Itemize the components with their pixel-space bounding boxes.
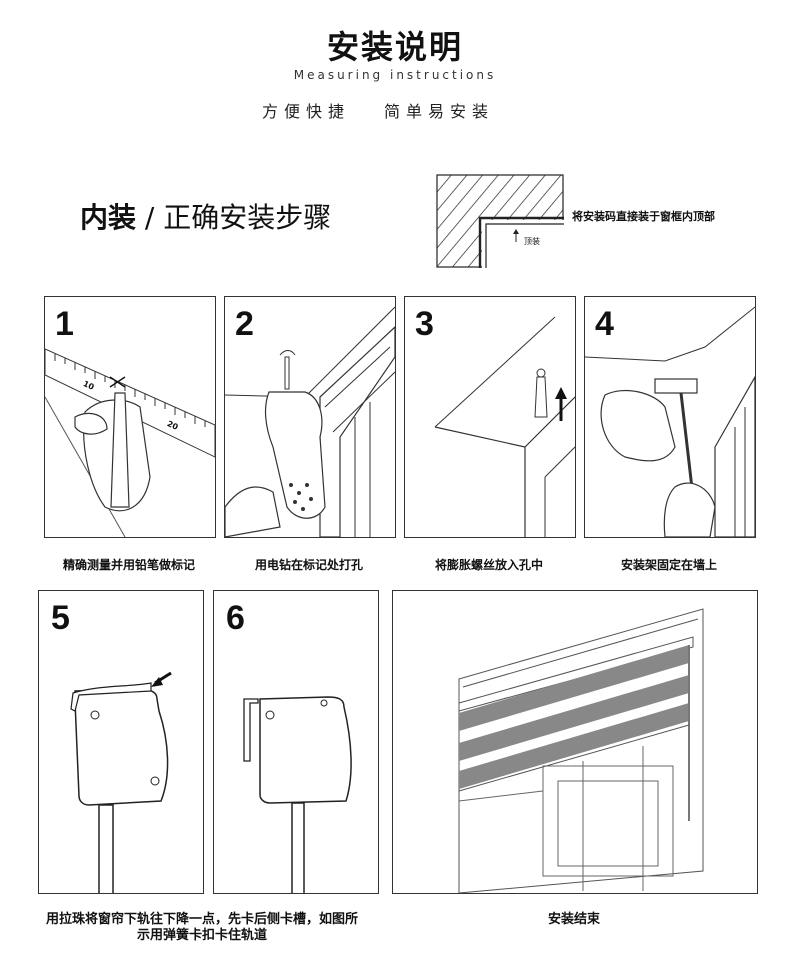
step-4-panel: 4 xyxy=(584,296,756,538)
step-1-panel: 1 10 20 xyxy=(44,296,216,538)
rail-clip-illustration xyxy=(70,671,172,893)
step-3-number: 3 xyxy=(415,305,434,343)
step-6-number: 6 xyxy=(226,599,245,637)
slogan-left: 方便快捷 xyxy=(262,102,351,121)
section-heading: 内装 / 正确安装步骤 xyxy=(80,196,331,236)
step-3-panel: 3 xyxy=(404,296,576,538)
step-5-caption: 用拉珠将窗帘下轨往下降一点，先卡后侧卡槽，如图所示用弹簧卡扣卡住轨道 xyxy=(45,912,358,943)
step-5-number: 5 xyxy=(51,599,70,637)
rail-fitted-illustration xyxy=(243,696,352,893)
measure-illustration xyxy=(45,348,215,537)
step-2-caption: 用电钻在标记处打孔 xyxy=(254,558,363,572)
step-2-number: 2 xyxy=(235,305,254,343)
step-6-panel: 6 xyxy=(213,590,379,894)
finished-blind-illustration xyxy=(458,608,704,893)
page-title: 安装说明 xyxy=(326,28,463,66)
bracket-illustration xyxy=(585,306,755,537)
anchor-illustration xyxy=(434,316,575,537)
heading-rest: / 正确安装步骤 xyxy=(136,201,332,234)
mount-note: 将安装码直接装于窗框内顶部 xyxy=(572,210,715,223)
step-2-panel: 2 xyxy=(224,296,396,538)
step-5-panel: 5 xyxy=(38,590,204,894)
finished-caption: 安装结束 xyxy=(547,912,600,927)
finished-panel xyxy=(392,590,758,894)
step-4-caption: 安装架固定在墙上 xyxy=(620,558,717,572)
step-3-caption: 将膨胀螺丝放入孔中 xyxy=(434,558,543,572)
drill-illustration xyxy=(225,306,395,537)
heading-bold: 内装 xyxy=(80,201,137,234)
step-1-number: 1 xyxy=(55,305,74,343)
mount-diagram xyxy=(436,174,566,270)
slogan-right: 简单易安装 xyxy=(384,102,495,121)
step-4-number: 4 xyxy=(595,305,614,343)
step-1-caption: 精确测量并用铅笔做标记 xyxy=(62,558,195,572)
page-subtitle: Measuring instructions xyxy=(293,68,497,82)
top-mount-label: 顶装 xyxy=(524,237,540,246)
